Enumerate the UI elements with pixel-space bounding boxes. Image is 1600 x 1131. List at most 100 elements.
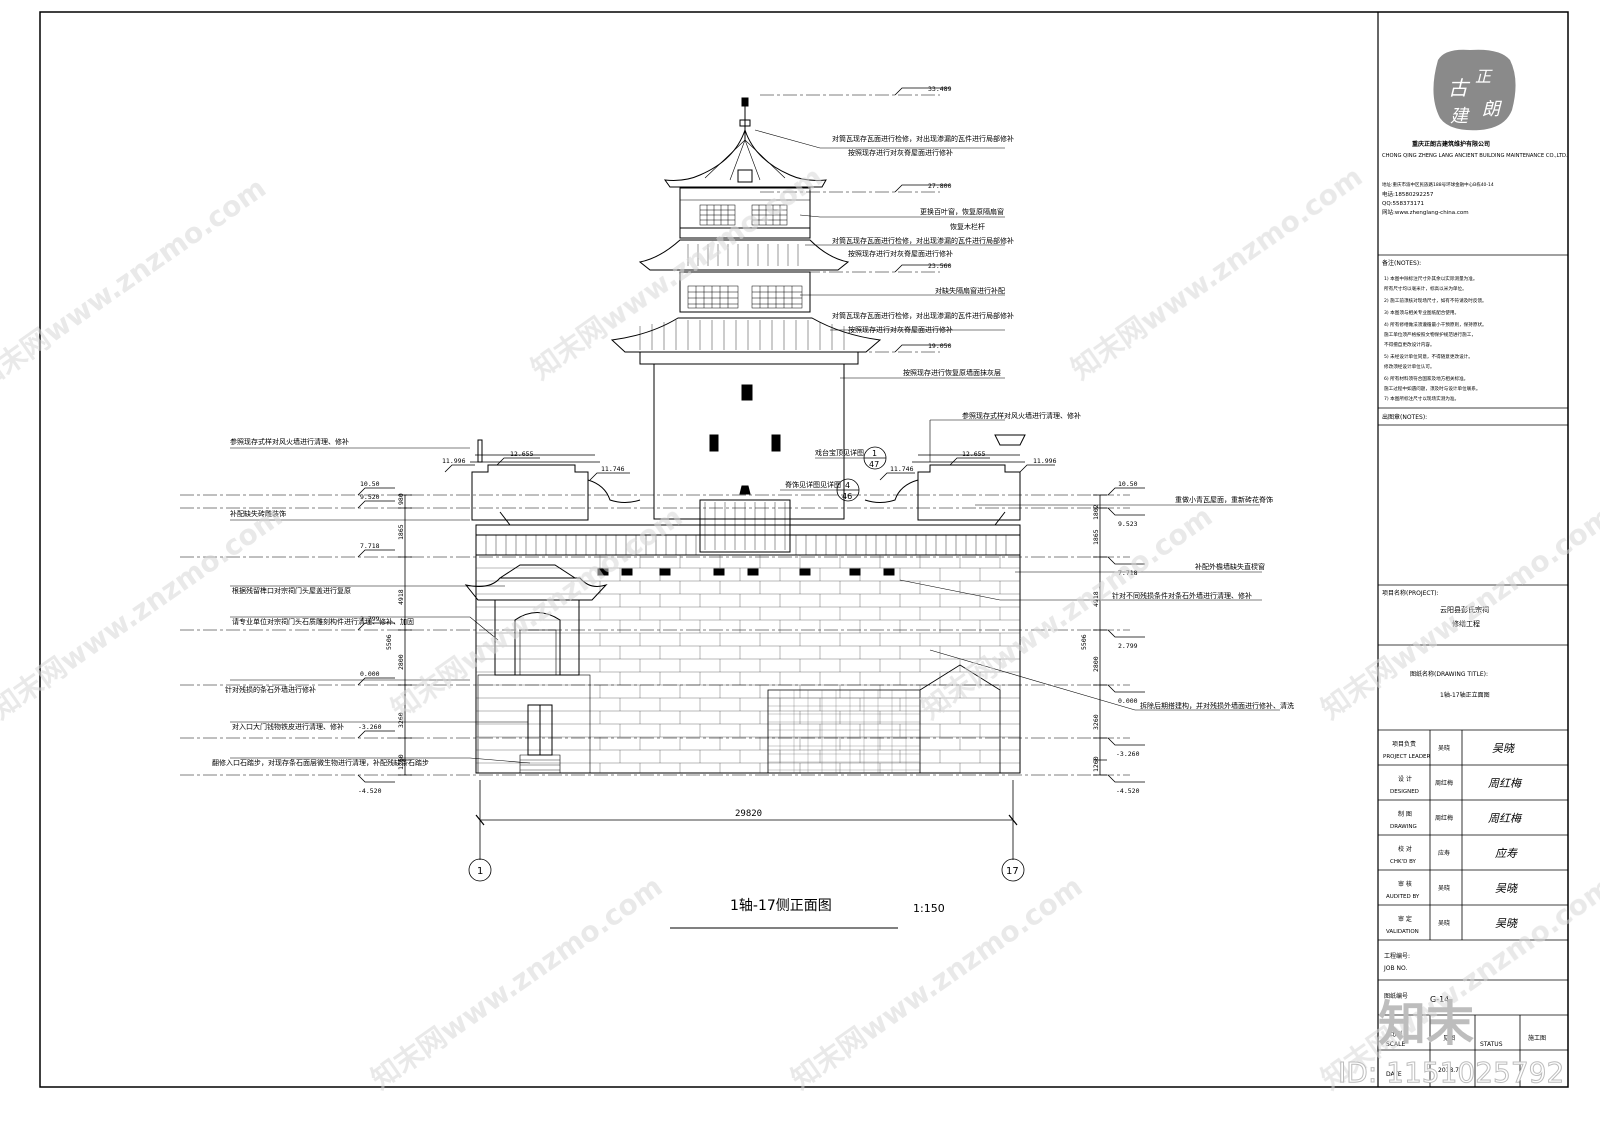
role-person: 应寿 — [1438, 849, 1450, 857]
role-person: 周红梅 — [1435, 779, 1453, 787]
sheet-label: 图纸编号 — [1384, 992, 1408, 1000]
elevation-label: 7.718 — [1118, 569, 1138, 577]
elevation-label: 19.050 — [928, 342, 952, 350]
role-cn: 校 对 — [1398, 845, 1412, 853]
date-value: 2018.7 — [1438, 1067, 1459, 1074]
dimension-value: 5506 — [1080, 634, 1088, 650]
note-text: 按照现存进行对灰脊屋面进行修补 — [848, 249, 953, 258]
dimension-value: 1865 — [1092, 529, 1100, 545]
watermark-logo: 知末 — [1378, 996, 1474, 1052]
note-text: 根据残留榫口对宗祠门头屋盖进行复原 — [232, 586, 351, 595]
company-qq: QQ:558373171 — [1382, 201, 1424, 207]
note-line: 3) 本图须与相关专业图纸配合使用。 — [1384, 309, 1459, 316]
elevation-label: 27.800 — [928, 182, 952, 190]
elevation-label: 2.799 — [360, 615, 380, 623]
general-notes: 备注(NOTES): 1) 本图中除标注尺寸外其余以实际测量为准。 所有尺寸均以… — [1382, 259, 1487, 421]
dimension-value: 3260 — [1092, 714, 1100, 730]
elevation-label: 11.996 — [442, 457, 466, 465]
elevation-label: 2.799 — [1118, 642, 1138, 650]
elevation-label: 9.520 — [360, 493, 380, 501]
elevation-labels: 33.489 27.800 23.560 19.050 12.655 12.65… — [358, 85, 1140, 795]
dimension-value: 4918 — [397, 589, 405, 605]
note-line: 4) 所有修缮做法须遵循最小干预原则，保持原状。 — [1384, 321, 1487, 328]
role-cn: 审 定 — [1398, 915, 1412, 923]
elevation-label: 11.746 — [601, 465, 625, 473]
scale-label-en: SCALE — [1386, 1041, 1405, 1048]
dimension-value: 1260 — [1092, 756, 1100, 772]
drawing-title-label: 图纸名称(DRAWING TITLE): — [1410, 670, 1488, 678]
elevation-label: 12.655 — [510, 450, 534, 458]
note-line: 不得擅自更改设计内容。 — [1384, 341, 1435, 348]
role-en: AUDITED BY — [1386, 894, 1420, 900]
elevation-label: 10.50 — [360, 480, 380, 488]
company-logo: 古 正 建 朗 — [1433, 49, 1516, 131]
note-text: 针对残损的条石外墙进行修补 — [225, 685, 316, 694]
note-text: 补配缺失砖雕装饰 — [230, 509, 286, 518]
company-phone: 电话:18580292257 — [1382, 190, 1434, 198]
project-name-line1: 云阳县彭氏宗祠 — [1440, 605, 1489, 614]
note-text: 针对不同残损条件对条石外墙进行清理、修补 — [1112, 591, 1252, 600]
dimension-value: 4918 — [1092, 591, 1100, 607]
logo-glyph: 朗 — [1482, 99, 1503, 120]
elevation-label: -3.260 — [1116, 750, 1140, 758]
project-info: 项目名称(PROJECT): 云阳县彭氏宗祠 修缮工程 图纸名称(DRAWING… — [1382, 589, 1490, 699]
elevation-label: 12.655 — [962, 450, 986, 458]
callout-sheet: 47 — [869, 460, 879, 469]
note-text: 翻修入口石踏步，对现存条石面层微生物进行清理，补配残缺条石踏步 — [212, 758, 429, 767]
note-text: 参照现存式样对风火墙进行清理、修补 — [230, 437, 349, 446]
role-cn: 制 图 — [1398, 810, 1412, 818]
watermark-text: 知末网www.znzmo.com — [915, 500, 1218, 726]
status-value: 施工图 — [1528, 1034, 1546, 1042]
note-text: 恢复木栏杆 — [950, 222, 985, 231]
scale-label-cn: 比例 — [1390, 1030, 1402, 1038]
vertical-dimensions: 980 1865 4918 5506 2800 3260 1260 1802 1… — [385, 493, 1100, 772]
note-text: 对入口大门钱物铁皮进行清理、修补 — [232, 722, 344, 731]
watermark-text: 知末网www.znzmo.com — [0, 171, 272, 397]
logo-glyph: 正 — [1475, 67, 1493, 86]
note-text: 重做小青瓦屋面，重新砖花脊饰 — [1175, 495, 1273, 504]
callout-label: 脊饰见详图见详图 — [785, 480, 841, 489]
note-line: 5) 未经设计单位同意，不得随意更改设计。 — [1384, 353, 1473, 360]
note-text: 对筒瓦现存瓦面进行检修，对出现渗漏的瓦件进行局部修补 — [832, 236, 1014, 245]
dimension-value: 2800 — [1092, 656, 1100, 672]
elevation-label: -4.520 — [358, 787, 382, 795]
note-line: 施工单位须严格按照文物保护规范进行施工， — [1384, 331, 1476, 338]
logo-glyph: 古 — [1448, 76, 1471, 100]
elevation-label: 11.746 — [890, 465, 914, 473]
elevation-label: -3.260 — [358, 723, 382, 731]
watermark-id: ID: 1151025792 — [1338, 1056, 1564, 1089]
role-person: 吴晓 — [1438, 744, 1450, 752]
logo-glyph: 建 — [1450, 106, 1470, 127]
elevation-label: 23.560 — [928, 262, 952, 270]
date-label: DATE — [1386, 1071, 1402, 1078]
elevation-label: 10.50 — [1118, 480, 1138, 488]
note-text: 拆除后期搭建构，并对残损外墙面进行修补、清洗 — [1140, 701, 1294, 710]
company-website: 网站:www.zhenglang-china.com — [1382, 208, 1469, 216]
role-en: VALIDATION — [1386, 929, 1419, 935]
note-text: 对筒瓦现存瓦面进行检修，对出现渗漏的瓦件进行局部修补 — [832, 134, 1014, 143]
signature-table: 项目负责 PROJECT LEADER 吴晓 吴晓 设 计 DESIGNED 周… — [1383, 740, 1523, 935]
note-line: 所有尺寸均以毫米计，标高以米为单位。 — [1384, 285, 1467, 292]
building-elevation — [464, 97, 1026, 774]
job-info: 工程编号: JOB NO. 图纸编号 G-14 比例 SCALE 见图 STAT… — [1383, 952, 1546, 1078]
company-info: 重庆正朗古建筑维护有限公司 CHONG QING ZHENG LANG ANCI… — [1382, 140, 1568, 216]
callout-number: 1 — [872, 449, 877, 458]
callout-sheet: 46 — [842, 492, 852, 501]
role-person: 周红梅 — [1435, 814, 1453, 822]
role-en: PROJECT LEADER — [1383, 754, 1431, 760]
signature: 吴晓 — [1495, 882, 1519, 895]
note-line: 2) 施工前须核对现场尺寸，如有不符请及时反馈。 — [1384, 297, 1487, 304]
note-text: 按照现存进行对灰脊屋面进行修补 — [848, 325, 953, 334]
detail-callouts: 1 47 戏台宝顶见详图 4 46 脊饰见详图见详图 — [785, 448, 879, 501]
callout-label: 戏台宝顶见详图 — [815, 448, 864, 457]
drawing-title-value: 1轴-17轴正立面图 — [1440, 691, 1490, 699]
sheet-number: G-14 — [1430, 995, 1449, 1004]
note-text: 补配外檐墙缺失直棂窗 — [1195, 562, 1265, 571]
notes-left: 参照现存式样对风火墙进行清理、修补 补配缺失砖雕装饰 根据残留榫口对宗祠门头屋盖… — [212, 437, 429, 767]
project-name-line2: 修缮工程 — [1452, 619, 1480, 628]
dimension-value: 1865 — [397, 524, 405, 540]
callout-number: 4 — [845, 481, 850, 490]
dimension-value: 3260 — [397, 712, 405, 728]
note-text: 请专业单位对宗祠门头石质雕刻构件进行清理、修补、加固 — [232, 617, 414, 626]
